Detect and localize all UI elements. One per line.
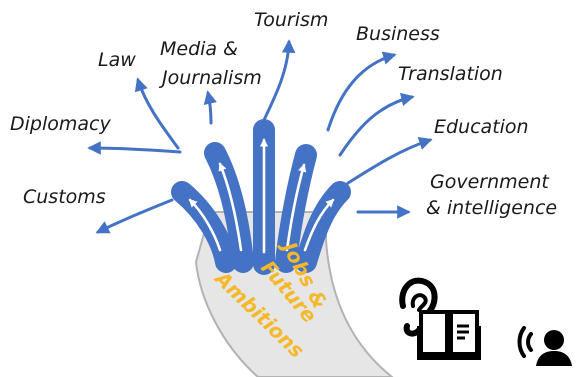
speaker-icon [517,326,572,366]
label-business: Business [356,23,440,45]
label-translation: Translation [398,63,503,85]
label-customs: Customs [23,186,106,208]
label-diplomacy: Diplomacy [10,113,111,135]
arrow-diplomacy [87,141,182,155]
label-education: Education [434,116,529,138]
inner-arrows [188,138,335,254]
label-government-line2: & intelligence [426,197,557,219]
arrow-translation [338,92,415,157]
arrow-media [203,90,217,125]
label-government-line1: Government [430,171,550,193]
arrow-customs [95,198,174,234]
arrow-education [346,137,433,185]
label-media-line1: Media & [160,38,238,60]
branch-arrows [87,39,433,234]
label-tourism: Tourism [254,9,328,31]
label-media-line2: Journalism [158,67,262,89]
arrow-tourism [262,39,296,122]
label-law: Law [98,49,136,71]
arrow-business [326,51,397,132]
book-icon [417,310,481,360]
arrow-law [134,77,180,150]
